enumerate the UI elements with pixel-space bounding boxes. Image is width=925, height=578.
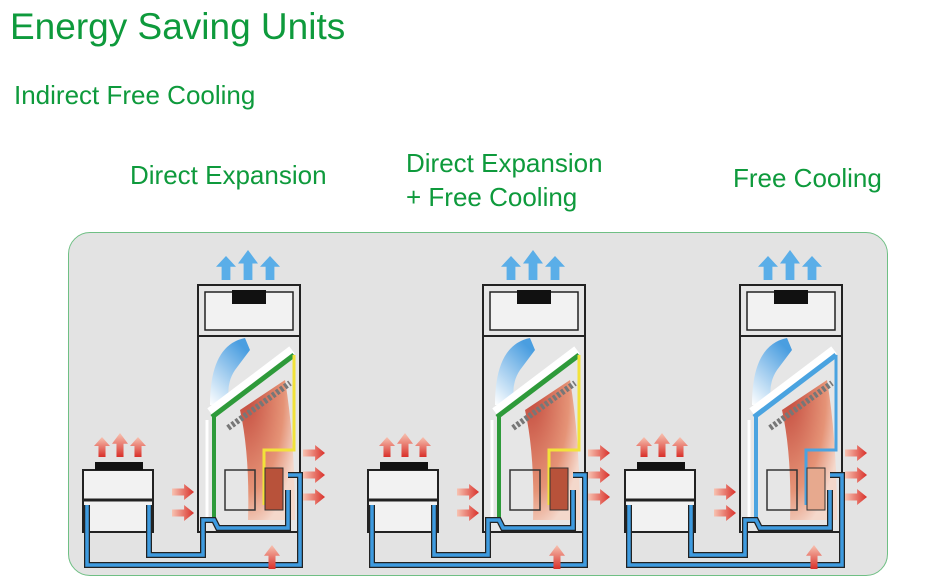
cool-airflow [210,338,250,405]
heat-exchanger [549,467,569,511]
warm-air-arrow-icon [130,437,146,457]
cool-air-arrow-icon [758,256,778,280]
warm-air-arrow-icon [112,433,128,457]
bottom-air-arrow-icon [549,545,565,569]
return-air-arrow-icon [303,467,325,483]
compressor [509,469,541,511]
dry-cooler-fan [380,462,428,470]
cool-air-arrow-icon [523,250,543,280]
coil-fins [207,346,295,416]
dry-cooler-fan [637,462,685,470]
return-air-arrow-icon [303,445,325,461]
cool-air-arrow-icon [545,256,565,280]
warm-air-inlet-arrow-icon [714,484,736,500]
cool-air-arrow-icon [780,250,800,280]
coil-fins [492,346,580,416]
warm-air-arrow-icon [654,433,670,457]
warm-air-inlet-arrow-icon [714,505,736,521]
warm-air-arrow-icon [397,433,413,457]
water-pipe-supply [147,490,290,557]
refrigerant-pipe [262,355,296,505]
unit-diagram-3 [624,250,867,569]
mode-label-free-cooling: Free Cooling [733,163,882,193]
dry-cooler-fan [95,462,143,470]
cool-air-arrow-icon [802,256,822,280]
mode-label-direct-expansion: Direct Expansion [130,160,327,190]
water-pipe-return [85,473,302,567]
warm-air-arrow-icon [379,437,395,457]
unit-diagram-2 [367,250,610,569]
return-air-arrow-icon [845,489,867,505]
return-air-arrow-icon [588,445,610,461]
warm-air-arrow-icon [415,437,431,457]
warm-air-inlet-arrow-icon [172,505,194,521]
heat-exchanger [806,467,826,511]
water-pipe-supply [432,490,575,557]
warm-air-arrow-icon [94,437,110,457]
water-pipe-return [627,473,844,567]
return-air-arrow-icon [588,489,610,505]
refrigerant-pipe [804,355,838,505]
fan-motor [232,290,266,304]
water-pipe-return [370,473,587,567]
unit-diagram-1 [82,250,325,569]
cool-airflow [752,338,792,405]
coil-pipe [495,353,581,419]
mode-label-line2: + Free Cooling [406,182,578,212]
warm-air-inlet-arrow-icon [172,484,194,500]
water-pipe-supply [689,490,832,557]
return-air-arrow-icon [303,489,325,505]
return-air-arrow-icon [845,467,867,483]
heat-exchanger [264,467,284,511]
return-air-arrow-icon [588,467,610,483]
coil-fins [749,346,837,416]
cool-airflow [495,338,535,405]
warm-air-inlet-arrow-icon [457,505,479,521]
page-title: Energy Saving Units [10,6,346,47]
warm-air-arrow-icon [636,437,652,457]
mode-label-mixed: Direct Expansion + Free Cooling [406,146,603,214]
warm-air-inlet-arrow-icon [457,484,479,500]
filter [768,380,834,431]
subtitle: Indirect Free Cooling [14,80,256,110]
compressor [766,469,798,511]
compressor [224,469,256,511]
fan-motor [774,290,808,304]
filter [226,380,292,431]
bottom-air-arrow-icon [264,545,280,569]
cool-air-arrow-icon [238,250,258,280]
cool-air-arrow-icon [216,256,236,280]
bottom-air-arrow-icon [806,545,822,569]
warm-air-arrow-icon [672,437,688,457]
coil-pipe [210,353,296,419]
filter [511,380,577,431]
return-air-arrow-icon [845,445,867,461]
refrigerant-pipe [547,355,581,505]
coil-pipe [752,353,838,419]
fan-motor [517,290,551,304]
cool-air-arrow-icon [260,256,280,280]
cool-air-arrow-icon [501,256,521,280]
mode-label-line1: Direct Expansion [406,148,603,178]
